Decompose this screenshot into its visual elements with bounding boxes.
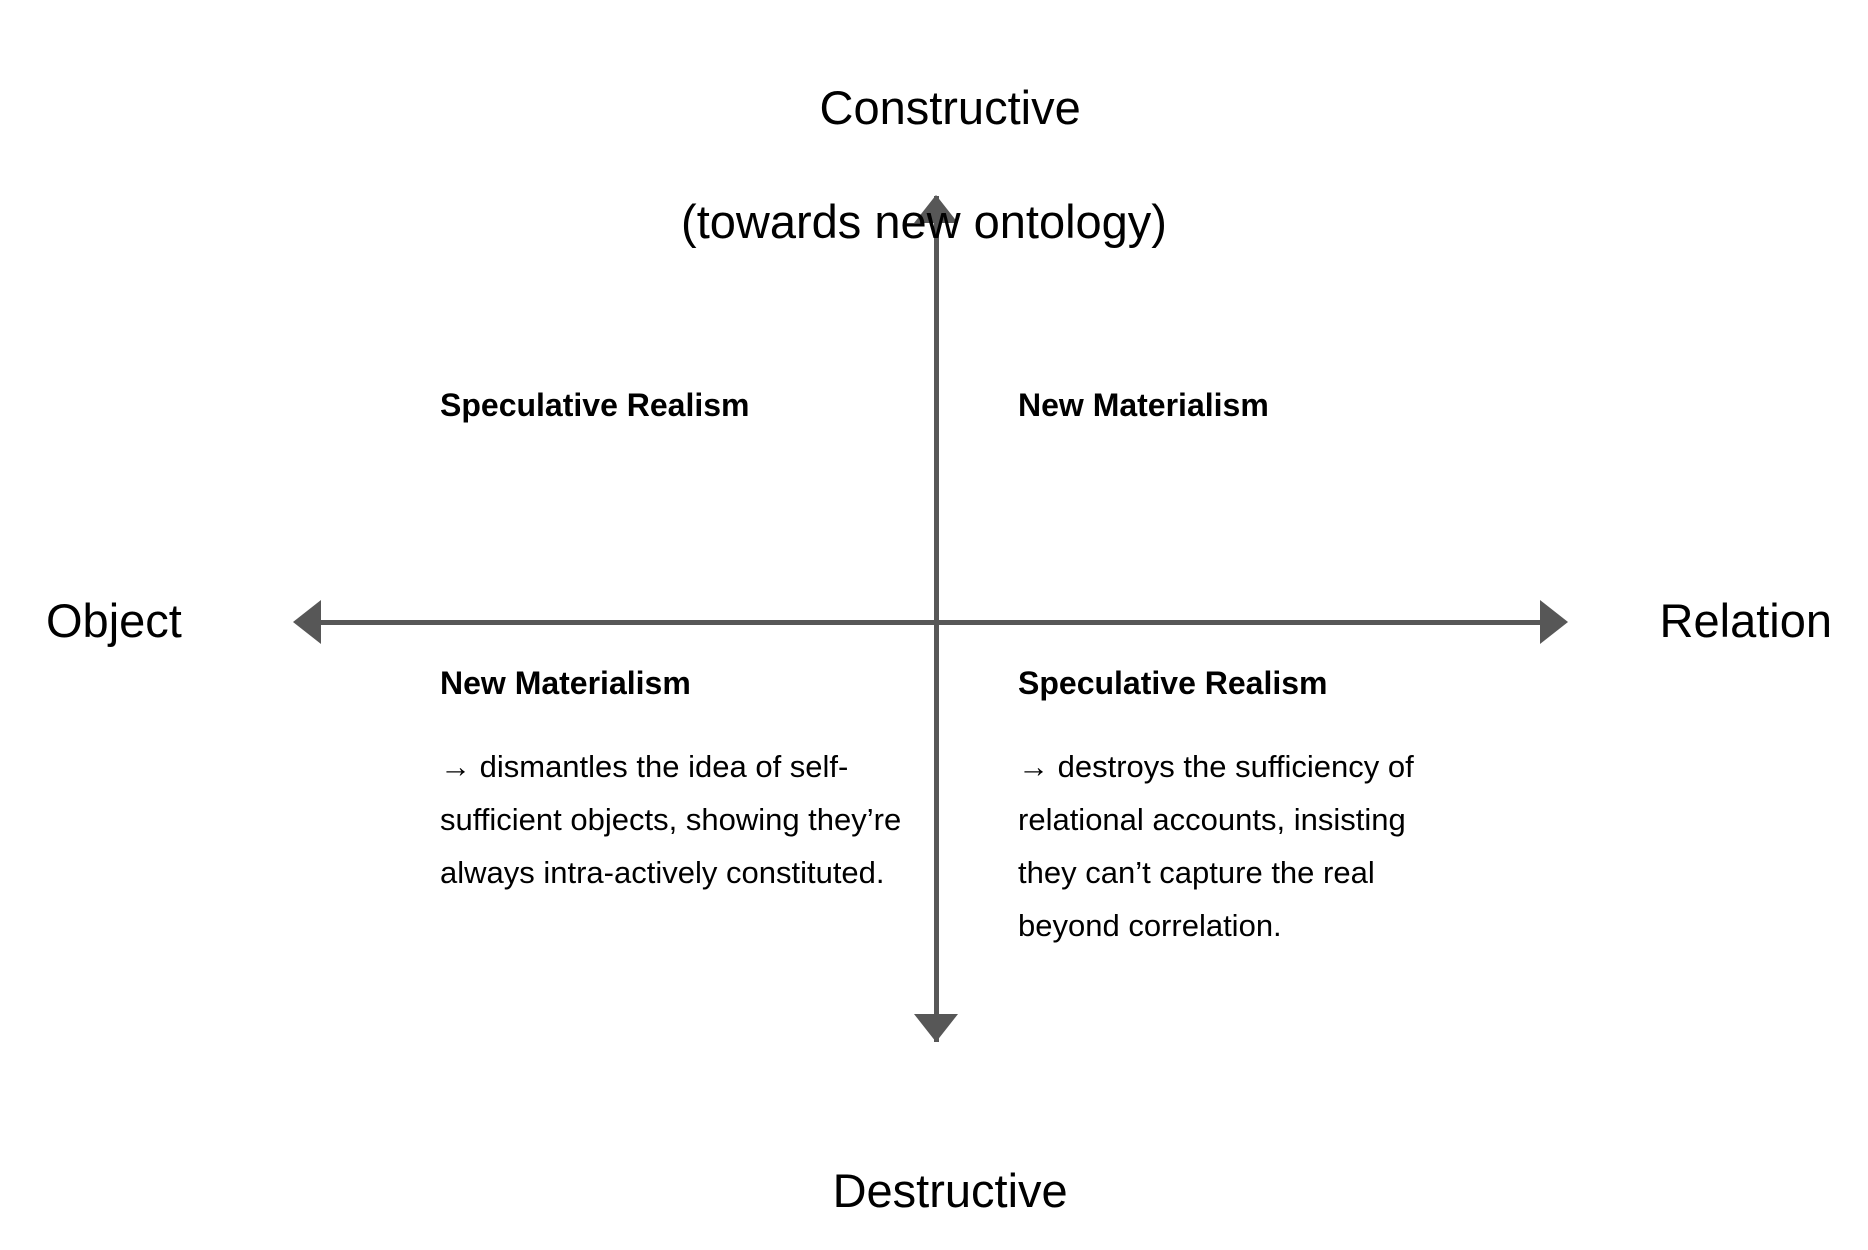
quadrant-bottom-right: Speculative Realism → destroys the suffi… — [1018, 664, 1448, 952]
axis-label-top-main: Constructive — [819, 81, 1081, 134]
axis-label-bottom: Destructive (towards existing ontology) — [0, 1105, 1858, 1250]
arrow-left-icon — [293, 600, 321, 644]
quadrant-top-right: New Materialism — [1018, 386, 1269, 424]
quadrant-top-left-title: Speculative Realism — [440, 387, 750, 423]
quadrant-bottom-left-body: → dismantles the idea of self-sufficient… — [440, 749, 902, 890]
quadrant-top-left: Speculative Realism — [440, 386, 749, 424]
arrow-up-icon — [914, 195, 958, 223]
arrow-down-icon — [914, 1014, 958, 1042]
axis-label-right: Relation — [1659, 594, 1832, 647]
axis-label-top: Constructive (towards new ontology) — [0, 22, 1858, 364]
quadrant-bottom-right-title: Speculative Realism — [1018, 665, 1328, 701]
horizontal-axis-line — [307, 620, 1555, 625]
axis-label-top-sub: (towards new ontology) — [681, 195, 1167, 248]
quadrant-bottom-left: New Materialism → dismantles the idea of… — [440, 664, 910, 899]
quadrant-top-right-title: New Materialism — [1018, 387, 1269, 423]
quadrant-bottom-right-body: → destroys the sufficiency of relational… — [1018, 749, 1414, 943]
arrow-right-icon — [1540, 600, 1568, 644]
axis-label-left: Object — [46, 594, 182, 647]
vertical-axis-line — [934, 196, 939, 1042]
axis-label-bottom-main: Destructive — [832, 1164, 1068, 1217]
quadrant-bottom-left-title: New Materialism — [440, 665, 691, 701]
